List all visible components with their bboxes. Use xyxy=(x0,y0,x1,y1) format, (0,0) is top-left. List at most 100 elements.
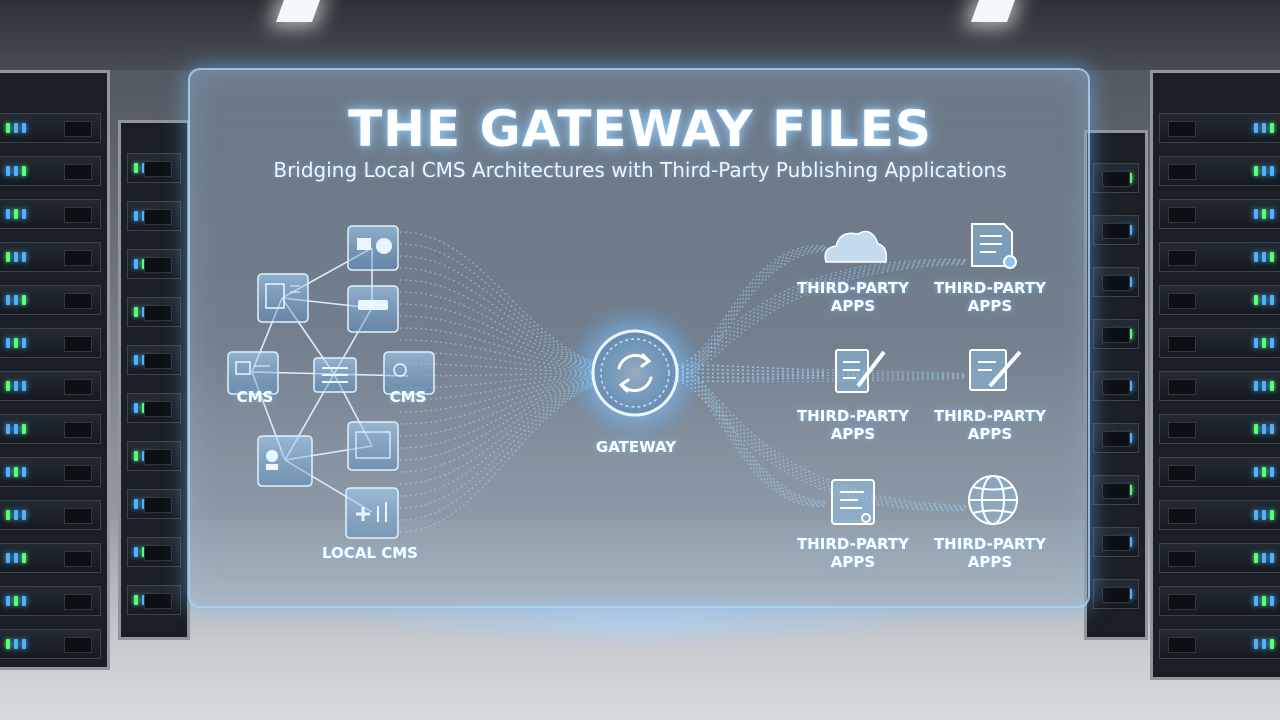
app-label-line1: THIRD-PARTY xyxy=(933,407,1047,425)
drive-slot xyxy=(144,353,172,369)
server-unit xyxy=(127,585,181,615)
app-label-line1: THIRD-PARTY xyxy=(796,407,910,425)
status-led xyxy=(1262,467,1266,477)
status-led xyxy=(22,553,26,563)
drive-slot xyxy=(144,497,172,513)
server-unit xyxy=(1093,475,1139,505)
ceiling xyxy=(0,0,1280,70)
app-label-line2: APPS xyxy=(830,297,876,315)
server-unit xyxy=(0,586,101,616)
data-stream-line xyxy=(671,377,967,383)
status-led xyxy=(14,209,18,219)
server-unit xyxy=(1093,215,1139,245)
status-led xyxy=(6,510,10,520)
status-led xyxy=(134,403,138,413)
drive-slot xyxy=(1168,379,1196,395)
drive-slot xyxy=(1168,250,1196,266)
cms-cube-right xyxy=(383,351,435,395)
status-led xyxy=(1270,424,1274,434)
drive-slot xyxy=(1168,121,1196,137)
cms-cube-top xyxy=(347,225,399,271)
status-led xyxy=(14,553,18,563)
drive-slot xyxy=(144,257,172,273)
status-led xyxy=(1254,338,1258,348)
status-led xyxy=(1254,596,1258,606)
server-unit xyxy=(1159,629,1280,659)
floor-reflection xyxy=(340,590,940,650)
data-stream-line xyxy=(399,380,601,509)
drive-slot xyxy=(64,250,92,266)
server-unit xyxy=(0,328,101,358)
server-rack-right-back xyxy=(1084,130,1148,640)
drive-slot xyxy=(64,207,92,223)
app-label: THIRD-PARTY APPS xyxy=(920,279,1060,315)
status-led xyxy=(1262,639,1266,649)
cms-cube-upper-right xyxy=(347,285,399,333)
drive-slot xyxy=(1168,207,1196,223)
status-led xyxy=(14,166,18,176)
server-unit xyxy=(0,500,101,530)
status-led xyxy=(1262,295,1266,305)
server-unit xyxy=(1093,267,1139,297)
status-led xyxy=(22,338,26,348)
app-label: THIRD-PARTY APPS xyxy=(783,279,923,315)
app-label-line1: THIRD-PARTY xyxy=(796,279,910,297)
status-led xyxy=(22,209,26,219)
status-led xyxy=(22,166,26,176)
app-label-line2: APPS xyxy=(967,553,1013,571)
server-unit xyxy=(1093,423,1139,453)
drive-slot xyxy=(64,465,92,481)
drive-slot xyxy=(1102,483,1130,499)
server-unit xyxy=(1159,242,1280,272)
gateway-label: GATEWAY xyxy=(595,438,677,456)
data-stream-line xyxy=(399,376,601,449)
drive-slot xyxy=(1168,293,1196,309)
drive-slot xyxy=(1102,327,1130,343)
server-unit xyxy=(1093,319,1139,349)
status-led xyxy=(1254,381,1258,391)
cms-cube-left xyxy=(227,351,279,395)
data-stream-line xyxy=(399,372,601,377)
drive-slot xyxy=(1102,535,1130,551)
server-unit xyxy=(1159,457,1280,487)
data-stream-line xyxy=(671,368,967,376)
drive-slot xyxy=(1168,164,1196,180)
server-unit xyxy=(0,199,101,229)
status-led xyxy=(1262,166,1266,176)
server-unit xyxy=(1093,579,1139,609)
status-led xyxy=(22,510,26,520)
status-led xyxy=(1262,596,1266,606)
status-led xyxy=(14,510,18,520)
drive-slot xyxy=(144,305,172,321)
drive-slot xyxy=(64,594,92,610)
status-led xyxy=(134,163,138,173)
status-led xyxy=(22,639,26,649)
server-unit xyxy=(1093,163,1139,193)
app-label: THIRD-PARTY APPS xyxy=(920,535,1060,571)
status-led xyxy=(1262,252,1266,262)
server-unit xyxy=(127,441,181,471)
drive-slot xyxy=(1168,422,1196,438)
status-led xyxy=(1254,553,1258,563)
status-led xyxy=(6,295,10,305)
drive-slot xyxy=(1102,223,1130,239)
document-list-icon xyxy=(971,223,1017,269)
cms-cube-bottom xyxy=(345,487,399,539)
server-unit xyxy=(127,297,181,327)
server-unit xyxy=(1159,414,1280,444)
status-led xyxy=(1128,225,1132,235)
status-led xyxy=(1128,485,1132,495)
status-led xyxy=(1270,166,1274,176)
status-led xyxy=(22,467,26,477)
drive-slot xyxy=(1102,587,1130,603)
server-unit xyxy=(1159,113,1280,143)
server-unit xyxy=(1159,371,1280,401)
app-label-line2: APPS xyxy=(967,425,1013,443)
server-unit xyxy=(127,393,181,423)
drive-slot xyxy=(144,593,172,609)
data-stream-line xyxy=(399,363,601,374)
drive-slot xyxy=(144,161,172,177)
sync-icon xyxy=(617,353,653,393)
status-led xyxy=(6,252,10,262)
server-unit xyxy=(0,156,101,186)
